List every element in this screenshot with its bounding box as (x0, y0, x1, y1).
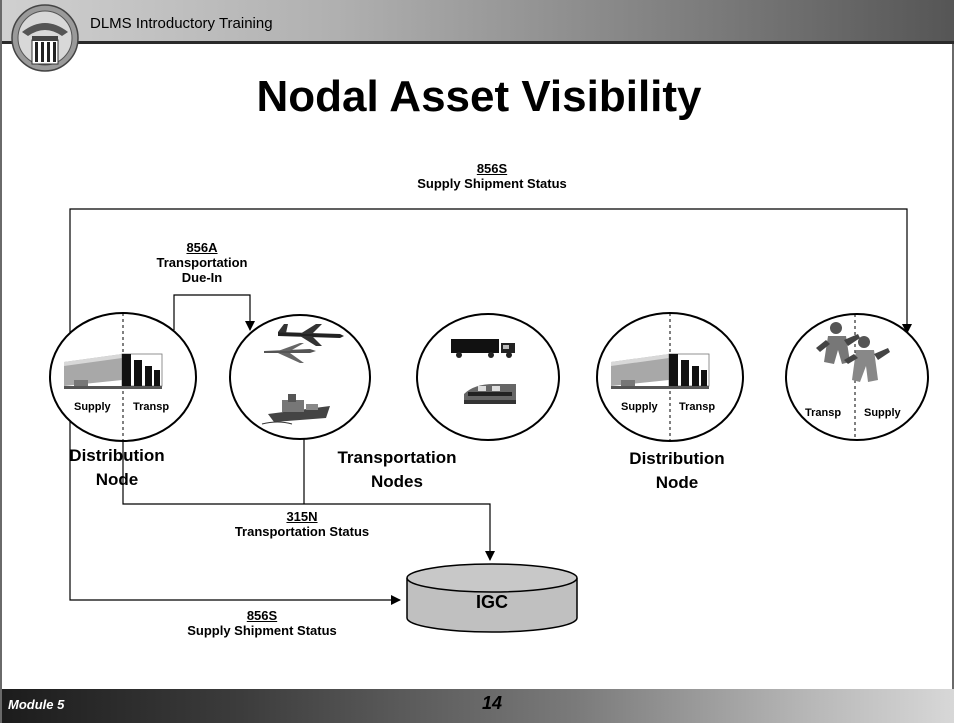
transportation-node-circle-2 (416, 313, 560, 441)
status-315n-label: 315N Transportation Status (202, 509, 402, 539)
warehouse-icon (64, 353, 163, 389)
soldiers-icon (816, 322, 890, 382)
top-856s-label: 856S Supply Shipment Status (382, 161, 602, 191)
due-in-856a-desc-line2: Due-In (181, 270, 223, 285)
customer-supply-label: Supply (864, 407, 901, 419)
warehouse-icon (611, 353, 710, 389)
distribution-2-transp-label: Transp (679, 401, 716, 413)
distribution-node-1-name-line1: Distribution (69, 446, 165, 465)
database-icon (406, 563, 578, 633)
flow-line-bottom-856s (69, 360, 401, 605)
bottom-856s-label: 856S Supply Shipment Status (152, 608, 372, 638)
page-number: 14 (481, 693, 503, 713)
transportation-node-circle-1 (229, 314, 371, 440)
distribution-node-2-name-line2: Node (655, 473, 699, 492)
top-856s-code: 856S (476, 161, 508, 176)
distribution-node-2-name-line1: Distribution (629, 449, 725, 468)
customer-transp-label: Transp (805, 407, 842, 419)
airplane-icon (278, 324, 344, 346)
status-315n-code: 315N (286, 509, 318, 524)
due-in-856a-code: 856A (186, 240, 218, 255)
footer-bar (2, 689, 954, 723)
transportation-nodes-name-line1: Transportation (337, 448, 457, 467)
distribution-node-1-name-line2: Node (95, 470, 139, 489)
distribution-1-supply-label: Supply (74, 401, 111, 413)
train-icon (464, 384, 516, 404)
header-title: DLMS Introductory Training (90, 15, 273, 32)
distribution-node-2-name: Distribution Node (602, 447, 752, 495)
igc-label: IGC (475, 592, 508, 612)
due-in-856a-desc-line1: Transportation (156, 255, 248, 270)
flow-line-top-856s (69, 208, 912, 360)
slide-title: Nodal Asset Visibility (256, 72, 702, 121)
flow-line-856a (173, 294, 255, 331)
ship-icon (261, 394, 330, 425)
header-bar (2, 0, 954, 44)
airplane-icon (264, 343, 316, 363)
bottom-856s-desc: Supply Shipment Status (187, 623, 337, 638)
distribution-1-transp-label: Transp (133, 401, 170, 413)
footer-module: Module 5 (8, 697, 65, 712)
transportation-nodes-name: Transportation Nodes (312, 446, 482, 494)
due-in-856a-label: 856A Transportation Due-In (122, 240, 282, 285)
top-856s-desc: Supply Shipment Status (417, 176, 567, 191)
bottom-856s-code: 856S (246, 608, 278, 623)
status-315n-desc: Transportation Status (234, 524, 370, 539)
truck-icon (451, 339, 515, 358)
transportation-nodes-name-line2: Nodes (371, 472, 423, 491)
distribution-2-supply-label: Supply (621, 401, 658, 413)
distribution-node-1-name: Distribution Node (42, 444, 192, 492)
dla-seal-icon (11, 4, 79, 72)
